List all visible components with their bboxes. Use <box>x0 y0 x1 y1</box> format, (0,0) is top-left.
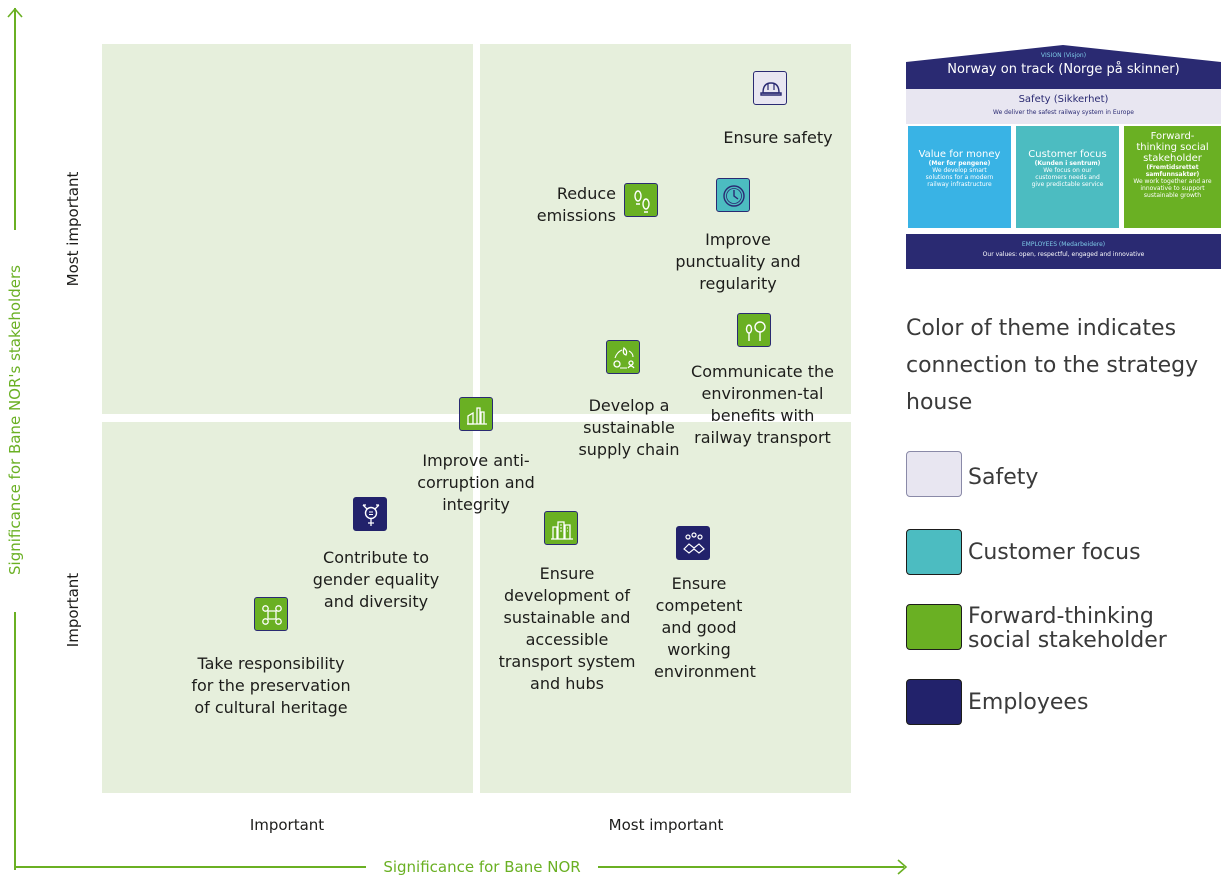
legend-note: Color of theme indicates connection to t… <box>906 316 1199 415</box>
factory-icon <box>459 397 493 431</box>
y-axis-line-lower <box>14 612 16 870</box>
employees-values: Our values: open, respectful, engaged an… <box>982 251 1145 258</box>
quadrant-bottom-right <box>480 422 851 793</box>
buildings-icon <box>544 511 578 545</box>
y-axis-arrow-icon <box>7 7 23 18</box>
legend-swatch-employees <box>906 679 962 725</box>
pillar-value-for-money: Value for money (Mer for pengene) We dev… <box>908 149 1011 188</box>
vision-title: Norway on track (Norge på skinner) <box>947 62 1180 77</box>
pillar-forward-thinking: Forward-thinking social stakeholder (Fre… <box>1124 131 1221 199</box>
trees-icon <box>737 313 771 347</box>
theme-label-cultural-heritage: Take responsibility for the preservation… <box>191 654 351 717</box>
employees-title: EMPLOYEES (Medarbeidere) <box>1021 241 1106 248</box>
theme-label-gender-equality: Contribute to gender equality and divers… <box>312 548 440 611</box>
legend-swatch-safety <box>906 451 962 497</box>
helmet-icon <box>753 71 787 105</box>
x-axis-title: Significance for Bane NOR <box>383 858 581 876</box>
theme-label-working-environment: Ensure competent and good working enviro… <box>654 574 756 681</box>
pillar-text: We focus on our customers needs and give… <box>1031 167 1104 188</box>
pillar-subtitle: (Mer for pengene) <box>928 160 991 167</box>
pillar-title: Forward-thinking social stakeholder <box>1136 131 1209 164</box>
theme-label-reduce-emissions: Reduce emissions <box>536 184 616 225</box>
y-tick-important: Important <box>64 572 82 648</box>
legend-swatch-forward-thinking <box>906 604 962 650</box>
strategy-house: VISION (Visjon) Norway on track (Norge p… <box>906 45 1221 269</box>
x-tick-most-important: Most important <box>608 816 724 834</box>
pillar-text: We work together and are innovative to s… <box>1133 178 1212 199</box>
clock-icon <box>716 178 750 212</box>
theme-label-communicate-environment: Communicate the environmen-tal benefits … <box>691 362 834 447</box>
quadrant-top-left <box>102 44 473 414</box>
vision-label: VISION (Visjon) <box>1040 52 1087 59</box>
theme-label-improve-punctuality: Improve punctuality and regularity <box>675 230 801 293</box>
y-axis-title: Significance for Bane NOR's stakeholders <box>6 265 24 575</box>
pillar-text: We develop smart solutions for a modern … <box>925 167 994 188</box>
theme-label-anti-corruption: Improve anti-corruption and integrity <box>417 451 535 514</box>
strategy-house-graphic <box>906 45 1221 269</box>
pillar-title: Customer focus <box>1028 149 1107 160</box>
safety-subtitle: We deliver the safest railway system in … <box>993 109 1134 116</box>
gender-icon <box>353 497 387 531</box>
legend-label-forward-thinking: Forward-thinking social stakeholder <box>968 604 1167 653</box>
legend-label-customer-focus: Customer focus <box>968 540 1141 565</box>
y-axis-line-upper <box>14 8 16 230</box>
legend-swatch-customer-focus <box>906 529 962 575</box>
safety-title: Safety (Sikkerhet) <box>1018 94 1109 105</box>
pillar-customer-focus: Customer focus (Kunden i sentrum) We foc… <box>1016 149 1119 188</box>
x-axis-line-left <box>14 866 366 868</box>
heritage-icon <box>254 597 288 631</box>
y-tick-most-important: Most important <box>64 171 82 287</box>
handshake-icon <box>676 526 710 560</box>
x-tick-important: Important <box>249 816 325 834</box>
theme-label-supply-chain: Develop a sustainable supply chain <box>578 396 680 459</box>
legend-label-employees: Employees <box>968 690 1089 715</box>
theme-label-transport-system: Ensure development of sustainable and ac… <box>498 564 636 693</box>
pillar-subtitle: (Fremtidsrettet samfunnsaktør) <box>1145 164 1200 178</box>
x-axis-arrow-icon <box>897 859 908 875</box>
quadrant-top-right <box>480 44 851 414</box>
cycle-icon <box>606 340 640 374</box>
pillar-subtitle: (Kunden i sentrum) <box>1034 160 1101 167</box>
theme-label-ensure-safety: Ensure safety <box>723 128 833 147</box>
x-axis-line-right <box>598 866 904 868</box>
footprints-icon <box>624 183 658 217</box>
pillar-title: Value for money <box>918 149 1001 160</box>
legend-label-safety: Safety <box>968 465 1039 490</box>
